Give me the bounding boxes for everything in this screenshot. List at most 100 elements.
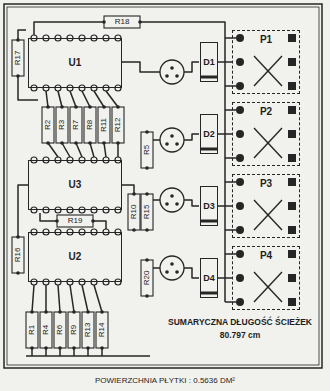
relay-pad <box>236 202 244 210</box>
diode-cathode-band <box>200 148 218 151</box>
relay-pad <box>288 130 296 138</box>
copper-trace <box>82 285 88 312</box>
ic-pin <box>91 85 97 91</box>
resistor-designator: R9 <box>70 325 78 335</box>
relay-pad <box>236 58 244 66</box>
ic-pin <box>55 207 61 213</box>
relay-pad <box>288 178 296 186</box>
copper-trace <box>18 185 28 237</box>
ic-pin <box>55 279 61 285</box>
transistor-symbol <box>160 60 184 84</box>
resistor-symbol <box>84 107 96 143</box>
transistor-symbol <box>160 256 184 280</box>
copper-trace <box>153 139 160 141</box>
resistor-symbol <box>57 215 93 227</box>
resistor-designator: R15 <box>143 205 151 220</box>
component-designator: D3 <box>203 202 215 211</box>
transistor-pin <box>175 202 179 206</box>
contact-cross <box>254 56 282 86</box>
copper-trace <box>225 181 236 183</box>
resistor-symbol <box>12 237 24 273</box>
resistor-symbol <box>68 312 80 348</box>
copper-trace <box>34 22 104 35</box>
ic-pin <box>55 85 61 91</box>
resistor-designator: R20 <box>143 271 151 286</box>
ic-pin <box>79 279 85 285</box>
resistor-symbol <box>54 312 66 348</box>
relay-pad <box>236 274 244 282</box>
transistor-pin <box>175 270 179 274</box>
ic-pin <box>91 207 97 213</box>
relay-pad <box>236 82 244 90</box>
copper-trace <box>225 37 236 39</box>
copper-trace <box>62 143 70 157</box>
transistor-pin <box>165 202 169 206</box>
copper-trace <box>153 267 160 269</box>
solder-pad <box>145 166 149 170</box>
copper-trace <box>82 91 90 107</box>
relay-pad <box>288 250 296 258</box>
relay-pad <box>236 34 244 42</box>
copper-trace <box>153 199 160 201</box>
resistor-symbol <box>141 132 153 168</box>
resistor-symbol <box>141 260 153 296</box>
component-designator: U3 <box>69 180 82 190</box>
resistor-designator: R2 <box>44 120 52 130</box>
resistor-symbol <box>42 107 54 143</box>
transistor-pin <box>170 262 174 266</box>
contact-cross <box>254 128 282 158</box>
transistor-pin <box>165 74 169 78</box>
ic-pin <box>31 279 37 285</box>
relay-pad <box>288 226 296 234</box>
copper-trace <box>225 229 236 231</box>
copper-trace <box>184 62 199 72</box>
board-outline-inner <box>7 7 319 365</box>
copper-trace <box>184 134 199 140</box>
resistor-symbol <box>141 194 153 230</box>
ic-pin <box>31 85 37 91</box>
ic-pin <box>43 85 49 91</box>
relay-pad <box>236 178 244 186</box>
resistor-designator: R4 <box>42 325 50 335</box>
transistor-symbol <box>160 188 184 212</box>
component-designator: D2 <box>203 130 215 139</box>
copper-trace <box>122 185 134 194</box>
diode-box: D3 <box>200 186 218 226</box>
copper-trace <box>58 91 62 107</box>
resistor-symbol <box>82 312 94 348</box>
copper-trace <box>93 221 106 229</box>
solder-pad <box>145 294 149 298</box>
copper-trace <box>70 91 76 107</box>
copper-trace <box>94 285 102 312</box>
contact-cross <box>254 200 282 230</box>
ic-pin <box>115 207 121 213</box>
diode-box: D4 <box>200 258 218 298</box>
ic-pin <box>43 279 49 285</box>
copper-trace <box>218 133 232 135</box>
transistor-pin <box>175 142 179 146</box>
relay-footprint: P1 <box>232 30 300 94</box>
relay-footprint: P4 <box>232 246 300 310</box>
solder-pad <box>145 130 149 134</box>
relay-pad <box>288 154 296 162</box>
resistor-designator: R6 <box>56 325 64 335</box>
resistor-designator: R10 <box>130 205 138 220</box>
diode-box: D2 <box>200 114 218 154</box>
relay-pad <box>288 274 296 282</box>
ic-pin <box>79 207 85 213</box>
resistor-designator: R1 <box>28 325 36 335</box>
copper-trace <box>122 62 160 72</box>
transistor-pin <box>170 194 174 198</box>
supply-bus <box>140 22 225 302</box>
resistor-symbol <box>70 107 82 143</box>
resistor-designator: R16 <box>14 248 22 263</box>
resistor-symbol <box>40 312 52 348</box>
ic-pin <box>115 279 121 285</box>
ground-trace <box>26 355 150 357</box>
ic-pin <box>103 207 109 213</box>
resistor-designator: R13 <box>84 323 92 338</box>
ic-pin <box>43 207 49 213</box>
copper-trace <box>225 157 236 159</box>
resistor-designator: R17 <box>14 51 22 66</box>
contact-cross <box>254 128 282 158</box>
